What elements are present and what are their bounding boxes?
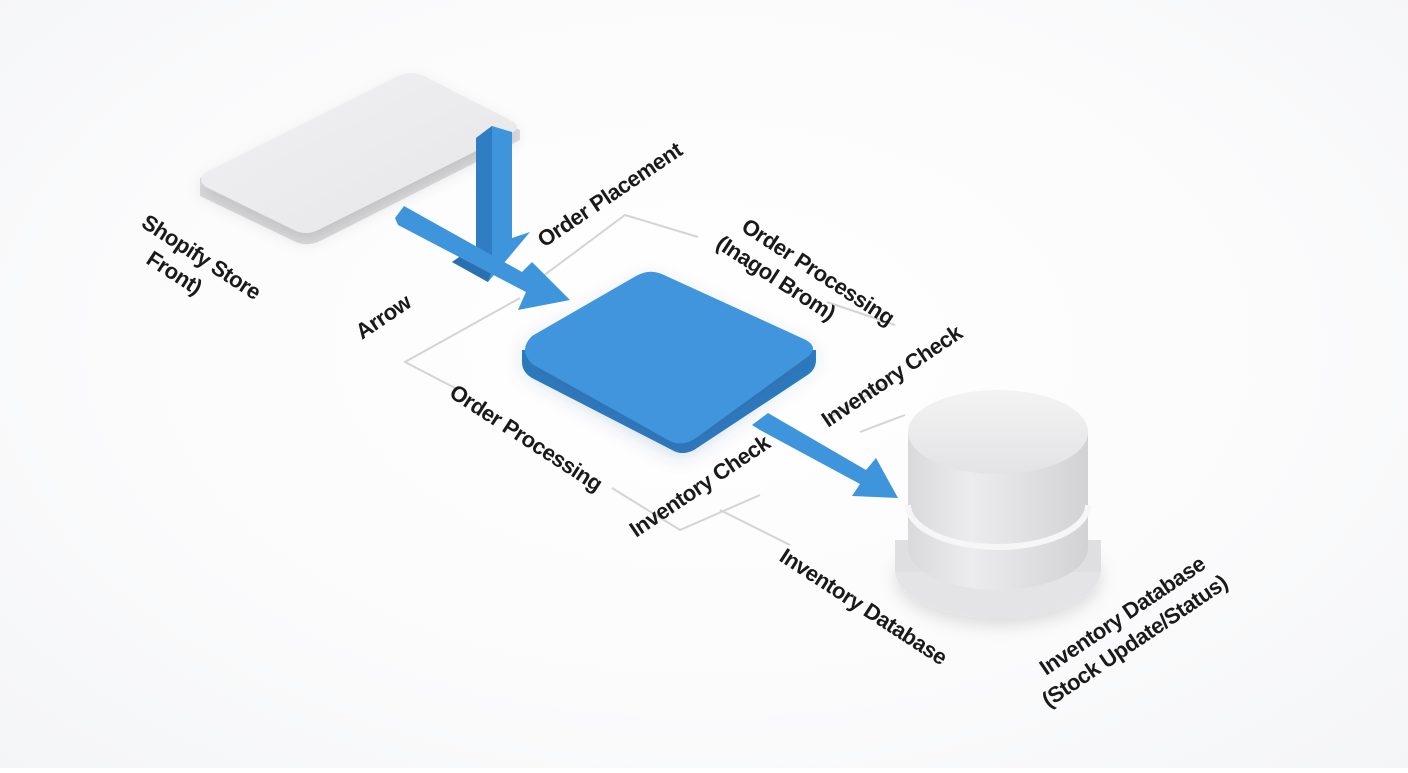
- connector-bottom-left: [611, 487, 761, 532]
- arrow-label: Arrow: [351, 288, 417, 344]
- inventory-database-node[interactable]: [895, 390, 1101, 618]
- shopify-store-label: Shopify Store Front): [122, 209, 270, 331]
- order-processing-node-top: [525, 271, 813, 444]
- shopify-store-node[interactable]: [200, 73, 520, 245]
- connector-top-right: [826, 301, 896, 326]
- inventory-check-mid-label: Inventory Check: [625, 429, 776, 542]
- database-body: [908, 432, 1088, 590]
- inventory-arrow-icon: [752, 413, 898, 498]
- connector-lines: [402, 213, 906, 546]
- database-top: [908, 390, 1088, 474]
- order-processing-node[interactable]: [522, 271, 816, 453]
- connector-right-lower: [859, 414, 906, 433]
- order-placement-arrow-icon: [395, 206, 570, 310]
- database-divider: [905, 504, 1091, 550]
- connector-left: [402, 297, 521, 389]
- shopify-store-card: [201, 73, 517, 233]
- connector-right: [824, 384, 886, 421]
- down-arrow-icon: [452, 126, 530, 282]
- connector-top-left: [534, 213, 699, 283]
- order-placement-label: Order Placement: [533, 136, 688, 252]
- connector-bottom-right: [719, 509, 791, 546]
